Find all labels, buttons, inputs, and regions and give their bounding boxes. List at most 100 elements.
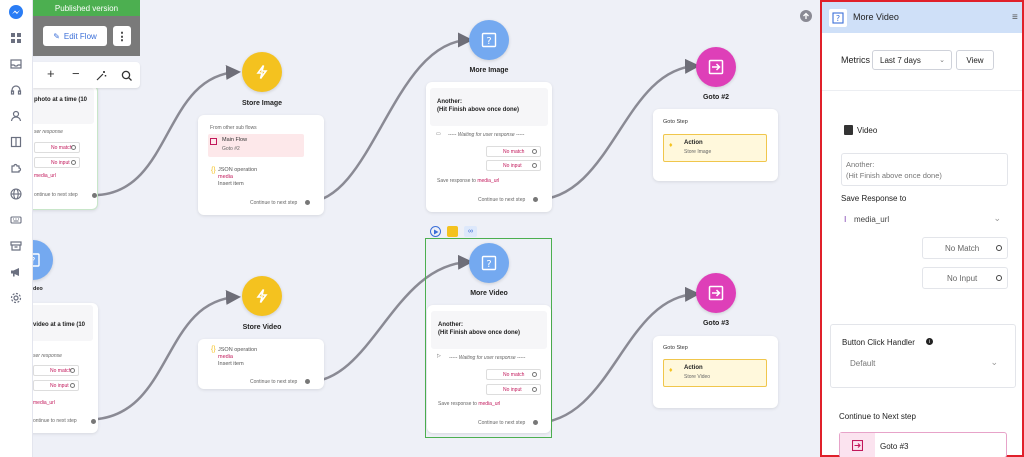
more-image-no-input-chip[interactable]: No input (486, 160, 541, 171)
edit-flow-button[interactable]: ✎Edit Flow (43, 26, 107, 46)
messenger-logo-icon[interactable] (8, 4, 24, 20)
more-image-continue: Continue to next step (478, 197, 526, 203)
prompt-text-area[interactable]: Another: (Hit Finish above once done) (841, 153, 1008, 186)
left-top-no-input-chip[interactable]: No input (34, 157, 80, 168)
lightbulb-icon: ♦ (669, 367, 673, 374)
left-bottom-no-input-chip[interactable]: No input (33, 380, 79, 391)
flow-toolbar: Published version ✎Edit Flow ⋮ (33, 0, 140, 56)
button-click-handler-select[interactable]: Default ⌄ (850, 357, 998, 368)
svg-text:?: ? (836, 14, 840, 23)
more-video-node-icon[interactable]: ? (469, 243, 509, 283)
connection-wires (97, 32, 700, 425)
zoom-in-button[interactable]: + (47, 66, 55, 81)
no-input-port[interactable] (996, 275, 1002, 281)
no-match-port[interactable] (996, 245, 1002, 251)
keyboard-icon[interactable] (8, 212, 24, 228)
panel-divider (822, 90, 1022, 91)
store-video-continue: Continue to next step (250, 379, 298, 385)
goto-target-box[interactable]: Goto #3 (839, 432, 1007, 457)
store-image-main-flow-box[interactable]: Main Flow Goto #2 (208, 134, 304, 157)
left-bottom-node-card[interactable]: video at a time (10 ser response No matc… (33, 303, 98, 433)
goto3-action-box[interactable]: ♦ Action Store Video (663, 359, 767, 387)
save-response-label: Save Response to (841, 194, 907, 203)
megaphone-icon[interactable] (8, 264, 24, 280)
headset-icon[interactable] (8, 82, 24, 98)
scroll-top-arrow-icon[interactable] (800, 10, 812, 22)
info-icon[interactable]: i (926, 338, 933, 345)
video-label: Video (857, 126, 878, 135)
left-top-continue: ontinue to next step (34, 192, 78, 198)
copy-icon[interactable] (447, 226, 458, 237)
store-image-continue-port[interactable] (305, 200, 310, 205)
more-video-card[interactable]: Another: (Hit Finish above once done) ▷ … (427, 305, 551, 433)
inbox-icon[interactable] (8, 56, 24, 72)
chevron-down-icon: ⌄ (993, 213, 1001, 223)
more-image-node-icon[interactable]: ? (469, 20, 509, 60)
published-version-banner: Published version (33, 0, 140, 16)
left-top-continue-port[interactable] (92, 193, 97, 198)
more-video-no-match-chip[interactable]: No match (486, 369, 541, 380)
goto2-card[interactable]: Goto Step ♦ Action Store Image (653, 109, 778, 181)
video-icon: ▷ (437, 353, 441, 359)
left-top-node-card[interactable]: photo at a time (10 ser response No matc… (33, 85, 98, 210)
left-bottom-continue-port[interactable] (91, 419, 96, 424)
left-bottom-save-var: media_url (33, 400, 55, 406)
goto2-node-icon[interactable] (696, 47, 736, 87)
zoom-controls: + − (33, 62, 140, 88)
save-response-select[interactable]: Ⅰ media_url ⌄ (841, 209, 1008, 229)
chat-icon: ▭ (436, 131, 441, 137)
store-image-continue: Continue to next step (250, 200, 298, 206)
book-icon[interactable] (8, 134, 24, 150)
lightbulb-icon: ♦ (669, 142, 673, 149)
goto3-title: Goto #3 (702, 320, 730, 327)
left-bottom-no-match-chip[interactable]: No match (33, 365, 79, 376)
left-bottom-continue: ontinue to next step (33, 418, 77, 424)
globe-icon[interactable] (8, 186, 24, 202)
no-input-option[interactable]: No Input (922, 267, 1008, 289)
more-options-button[interactable]: ⋮ (113, 26, 131, 46)
more-image-card[interactable]: Another: (Hit Finish above once done) ▭ … (426, 82, 552, 212)
store-image-card[interactable]: From other sub flows Main Flow Goto #2 {… (198, 115, 324, 215)
pencil-icon: ✎ (53, 31, 60, 41)
view-button[interactable]: View (956, 50, 994, 70)
link-icon[interactable]: ∞ (464, 226, 477, 237)
more-video-no-input-chip[interactable]: No input (486, 384, 541, 395)
goto3-node-icon[interactable] (696, 273, 736, 313)
metrics-select[interactable]: Last 7 days ⌄ (872, 50, 952, 70)
variable-icon: Ⅰ (844, 215, 847, 224)
svg-text:?: ? (486, 36, 491, 47)
left-top-waiting: ser response (34, 129, 63, 135)
more-video-continue-port[interactable] (533, 420, 538, 425)
store-video-continue-port[interactable] (305, 379, 310, 384)
left-bottom-node-icon[interactable]: ? (33, 240, 53, 280)
chevron-down-icon: ⌄ (990, 357, 998, 367)
play-icon[interactable] (430, 226, 441, 237)
settings-gear-icon[interactable] (8, 290, 24, 306)
goto3-card[interactable]: Goto Step ♦ Action Store Video (653, 336, 778, 408)
zoom-out-button[interactable]: − (72, 66, 80, 81)
search-icon[interactable] (121, 69, 133, 87)
left-top-save-var: media_url (34, 173, 56, 179)
archive-icon[interactable] (8, 238, 24, 254)
magic-wand-icon[interactable] (95, 69, 107, 87)
dashboard-grid-icon[interactable] (8, 30, 24, 46)
store-image-node-icon[interactable] (242, 52, 282, 92)
user-icon[interactable] (8, 108, 24, 124)
store-video-node-icon[interactable] (242, 276, 282, 316)
puzzle-icon[interactable] (8, 160, 24, 176)
goto2-action-box[interactable]: ♦ Action Store Image (663, 134, 767, 162)
store-video-title: Store Video (242, 324, 282, 331)
flow-canvas[interactable]: g photo at a time (10 ser response No ma… (33, 0, 820, 457)
json-braces-icon: {} (211, 346, 216, 353)
goto2-title: Goto #2 (702, 94, 730, 101)
more-video-selection-outline (425, 238, 552, 438)
more-image-continue-port[interactable] (533, 197, 538, 202)
more-video-title: More Video (470, 290, 508, 297)
store-video-card[interactable]: {} JSON operation media Insert item Cont… (198, 339, 324, 389)
flow-link-icon (210, 138, 217, 145)
left-top-no-match-chip[interactable]: No match (34, 142, 80, 153)
store-image-from-other: From other sub flows (210, 125, 257, 131)
more-image-no-match-chip[interactable]: No match (486, 146, 541, 157)
hamburger-menu-icon[interactable]: ≡ (1012, 12, 1018, 23)
no-match-option[interactable]: No Match (922, 237, 1008, 259)
